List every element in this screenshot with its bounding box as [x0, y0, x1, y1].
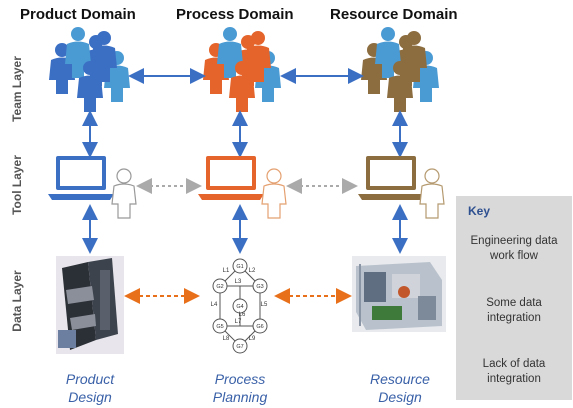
product-user-icon	[111, 168, 137, 219]
graph-node	[232, 298, 248, 314]
graph-node	[232, 338, 248, 354]
process-caption-line1: Process	[214, 371, 266, 387]
key-engineering-line2: work flow	[490, 250, 538, 262]
product-team-icon	[49, 27, 130, 112]
graph-node	[232, 258, 248, 274]
process-laptop-icon	[198, 156, 264, 200]
graph-node	[212, 278, 228, 294]
graph-edge-label: L3	[235, 279, 242, 285]
resource-design-image	[352, 256, 446, 332]
product-laptop-icon	[48, 156, 114, 200]
graph-node-label: G2	[216, 284, 223, 290]
product-design-caption: Product Design	[35, 370, 145, 406]
graph-node	[252, 318, 268, 334]
key-engineering-line1: Engineering data	[470, 235, 558, 247]
graph-node-label: G3	[256, 284, 263, 290]
product-caption-line1: Product	[65, 371, 115, 387]
process-domain-title: Process Domain	[176, 6, 294, 23]
resource-caption-line1: Resource	[370, 371, 430, 387]
key-title: Key	[468, 204, 491, 218]
product-domain-title: Product Domain	[20, 6, 136, 23]
process-user-icon	[261, 168, 287, 219]
product-caption-line2: Design	[68, 389, 112, 405]
graph-edge-label: L6	[239, 312, 246, 318]
resource-design-caption: Resource Design	[345, 370, 455, 406]
graph-edge-label: L9	[249, 336, 256, 342]
process-team-icon	[203, 27, 281, 112]
graph-edge-label: L8	[223, 336, 230, 342]
graph-node-label: G7	[236, 344, 243, 350]
graph-node-label: G1	[236, 264, 243, 270]
graph-node-label: G5	[216, 324, 223, 330]
key-lack-line1: Lack of data	[482, 358, 546, 370]
key-legend: Key Engineering data work flow Some data…	[456, 196, 572, 400]
resource-laptop-icon	[358, 156, 424, 200]
graph-node	[252, 278, 268, 294]
key-some-line1: Some data	[486, 297, 542, 309]
resource-team-icon	[361, 27, 439, 112]
key-lack-label: Lack of data integration	[456, 357, 572, 387]
graph-edge-label: L1	[223, 268, 230, 274]
key-some-line2: integration	[487, 312, 541, 324]
resource-user-icon	[419, 168, 445, 219]
graph-edge-label: L4	[211, 302, 218, 308]
key-engineering-label: Engineering data work flow	[456, 234, 572, 264]
process-planning-caption: Process Planning	[185, 370, 295, 406]
graph-node-label: G6	[256, 324, 263, 330]
key-some-label: Some data integration	[456, 296, 572, 326]
product-design-image	[56, 256, 124, 354]
key-lack-line2: integration	[487, 373, 541, 385]
process-caption-line2: Planning	[212, 389, 268, 405]
graph-node-label: G4	[236, 304, 243, 310]
graph-edge-label: L2	[249, 268, 256, 274]
resource-domain-title: Resource Domain	[330, 6, 458, 23]
resource-caption-line2: Design	[378, 389, 422, 405]
graph-node	[212, 318, 228, 334]
graph-edge-label: L5	[261, 302, 268, 308]
graph-edge-label: L7	[235, 319, 242, 325]
